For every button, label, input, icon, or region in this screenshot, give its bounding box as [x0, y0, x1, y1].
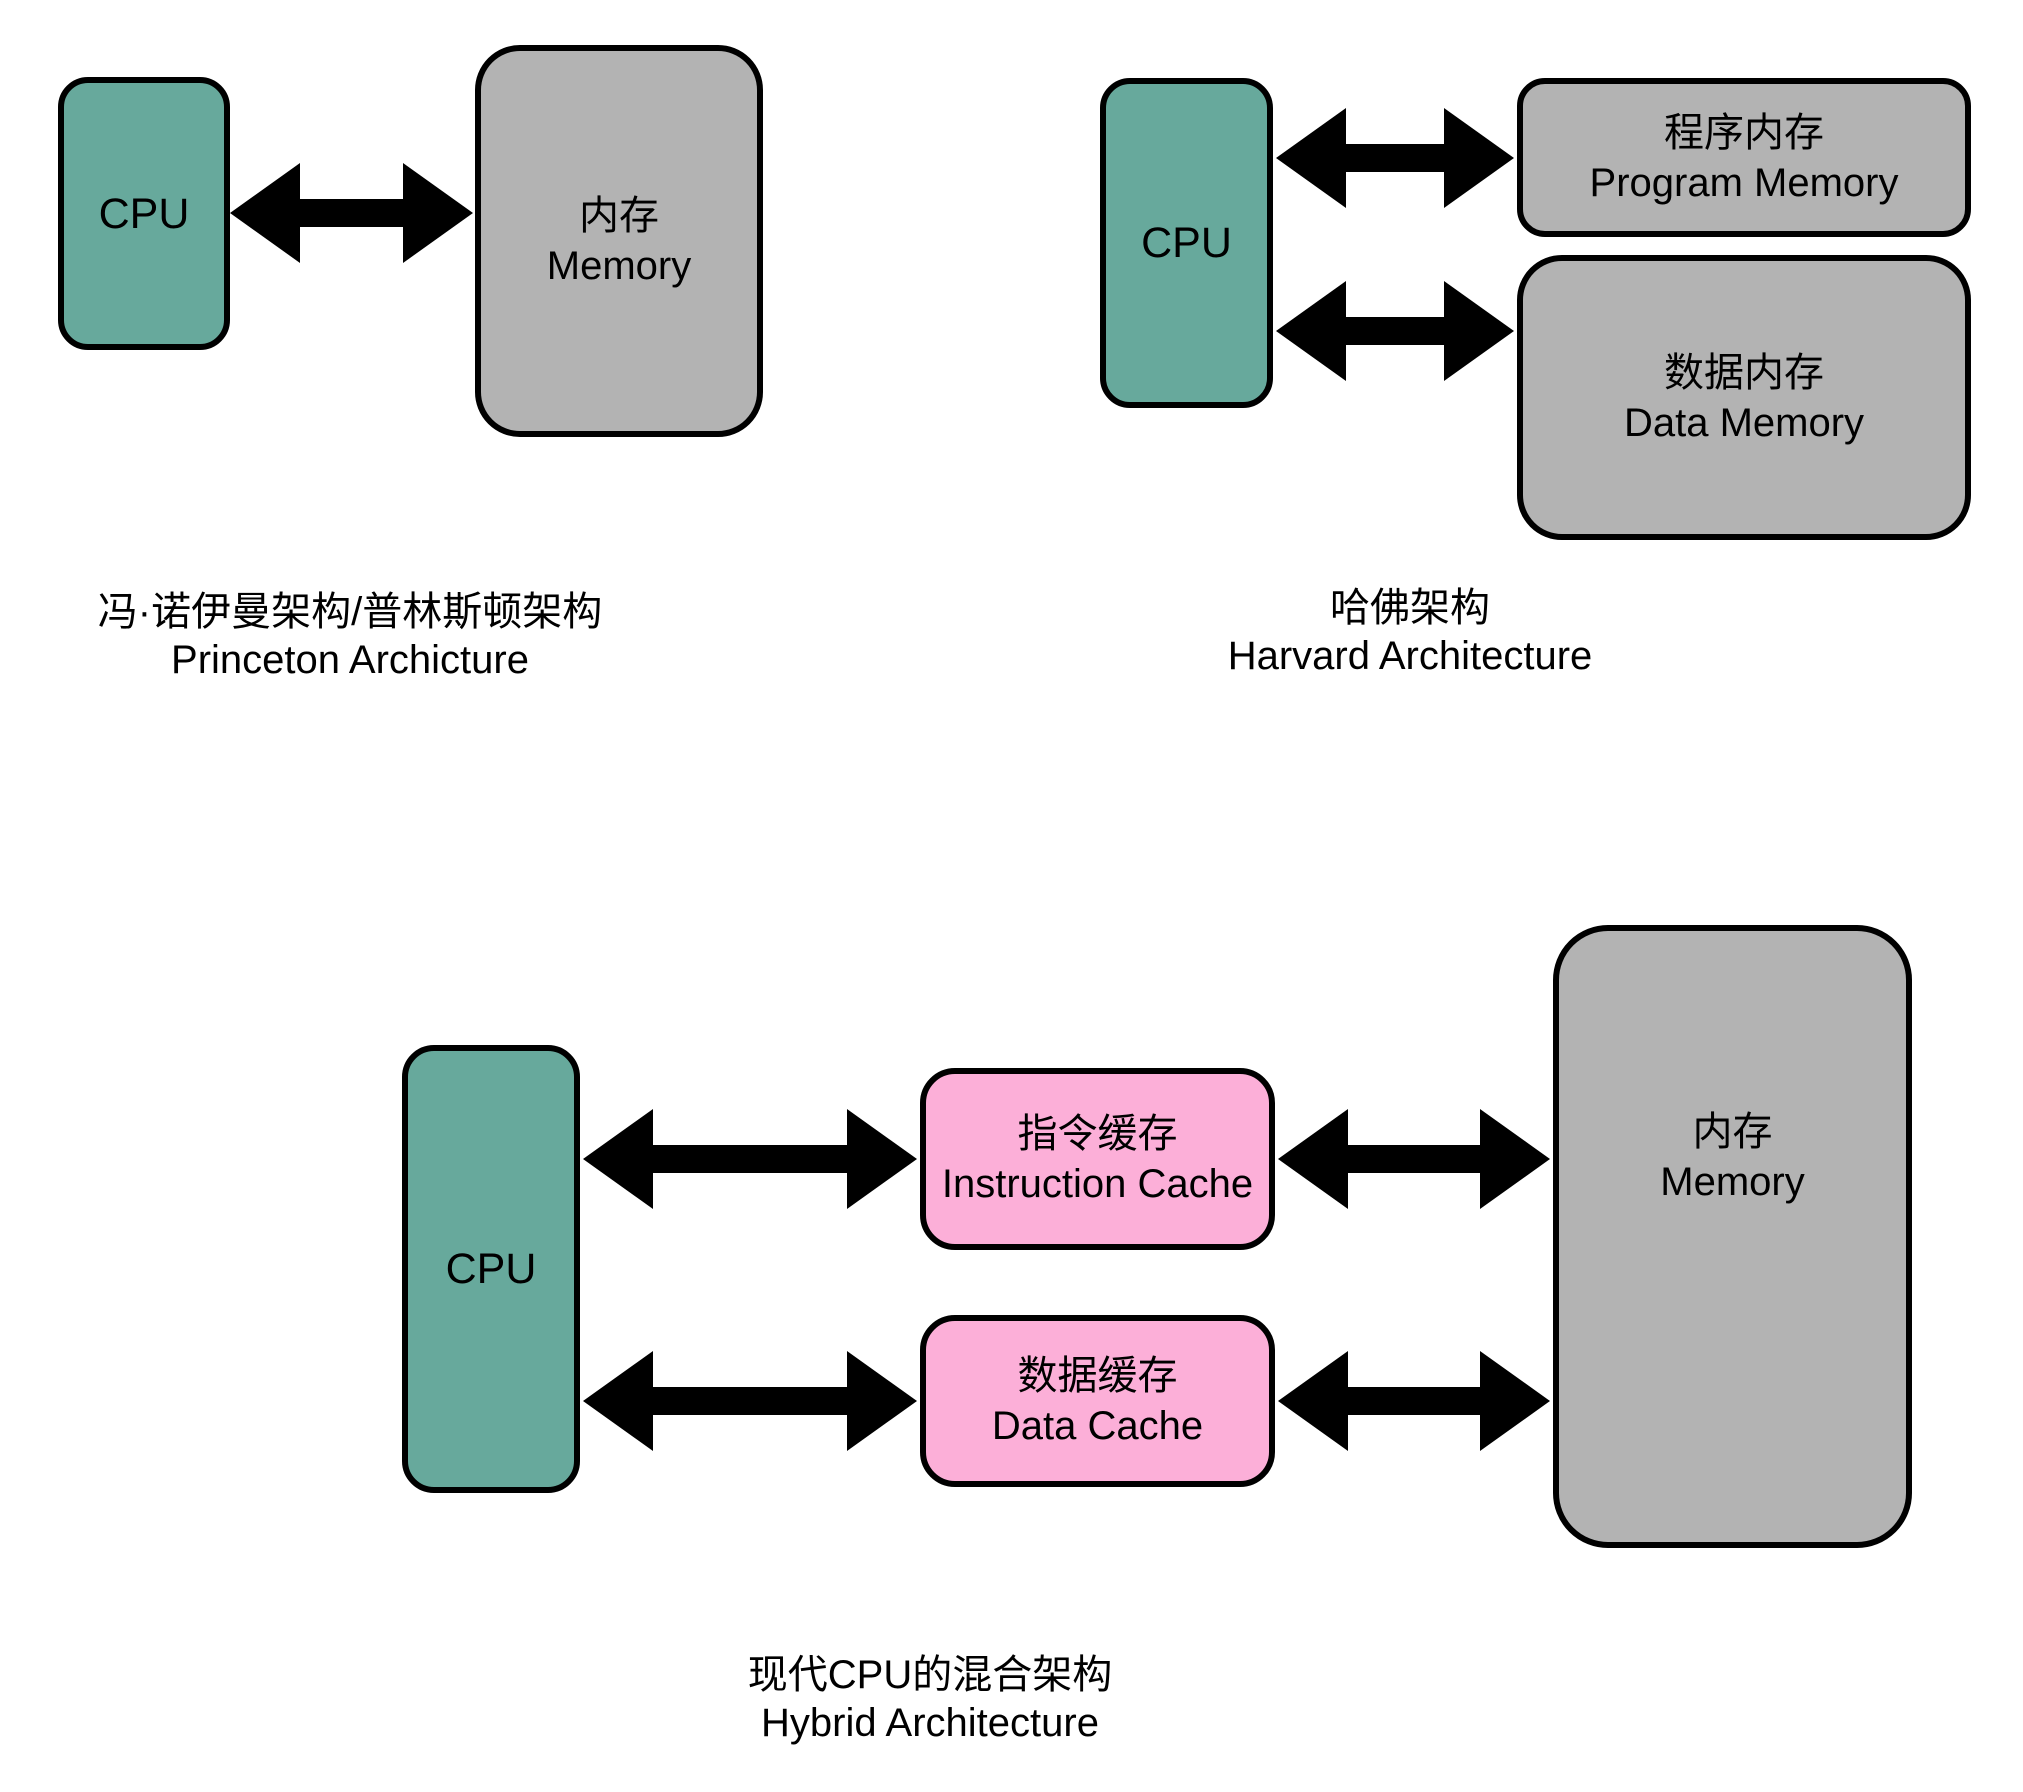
princeton-caption: 冯·诺伊曼架构/普林斯顿架构 Princeton Archicture: [98, 588, 602, 684]
double-arrow-icon: [583, 1109, 917, 1209]
princeton-memory-box: 内存 Memory: [475, 45, 763, 437]
princeton-caption-en: Princeton Archicture: [171, 638, 529, 682]
princeton-cpu-box: CPU: [58, 77, 230, 350]
harvard-caption: 哈佛架构 Harvard Architecture: [1228, 584, 1593, 680]
harvard-data-memory-label-zh: 数据内存: [1664, 350, 1824, 395]
hybrid-caption-zh: 现代CPU的混合架构: [747, 1653, 1113, 1697]
hybrid-data-cache-memory-arrow: [1278, 1351, 1550, 1451]
hybrid-instruction-cache-memory-arrow: [1278, 1109, 1550, 1209]
hybrid-caption: 现代CPU的混合架构 Hybrid Architecture: [748, 1651, 1112, 1747]
harvard-caption-en: Harvard Architecture: [1227, 634, 1593, 678]
hybrid-caption-en: Hybrid Architecture: [761, 1701, 1099, 1745]
hybrid-data-cache-label-zh: 数据缓存: [1017, 1354, 1178, 1398]
harvard-program-memory-label-zh: 程序内存: [1664, 110, 1824, 155]
harvard-cpu-label: CPU: [1141, 219, 1232, 267]
princeton-cpu-label: CPU: [98, 189, 190, 238]
hybrid-instruction-cache-label-en: Instruction Cache: [941, 1162, 1254, 1206]
princeton-memory-label-en: Memory: [546, 244, 692, 288]
harvard-cpu-box: CPU: [1100, 78, 1273, 408]
harvard-cpu-program-memory-arrow: [1276, 108, 1514, 208]
hybrid-instruction-cache-label-zh: 指令缓存: [1017, 1112, 1178, 1156]
double-arrow-icon: [1276, 281, 1514, 381]
harvard-cpu-data-memory-arrow: [1276, 281, 1514, 381]
princeton-memory-label-zh: 内存: [579, 194, 659, 238]
harvard-program-memory-label-en: Program Memory: [1589, 160, 1899, 205]
harvard-program-memory-box: 程序内存 Program Memory: [1517, 78, 1971, 237]
hybrid-cpu-instruction-cache-arrow: [583, 1109, 917, 1209]
princeton-cpu-memory-arrow: [230, 163, 473, 263]
double-arrow-icon: [230, 163, 473, 263]
double-arrow-icon: [583, 1351, 917, 1451]
princeton-caption-zh: 冯·诺伊曼架构/普林斯顿架构: [97, 590, 603, 634]
hybrid-memory-label-zh: 内存: [1692, 1109, 1773, 1154]
double-arrow-icon: [1278, 1109, 1550, 1209]
double-arrow-icon: [1276, 108, 1514, 208]
harvard-data-memory-label-en: Data Memory: [1623, 400, 1865, 445]
harvard-data-memory-box: 数据内存 Data Memory: [1517, 255, 1971, 540]
hybrid-instruction-cache-box: 指令缓存 Instruction Cache: [920, 1068, 1275, 1250]
double-arrow-icon: [1278, 1351, 1550, 1451]
hybrid-memory-label-en: Memory: [1660, 1159, 1805, 1204]
hybrid-cpu-box: CPU: [402, 1045, 580, 1493]
hybrid-cpu-label: CPU: [445, 1245, 537, 1293]
harvard-caption-zh: 哈佛架构: [1330, 586, 1490, 630]
hybrid-data-cache-label-en: Data Cache: [991, 1404, 1204, 1448]
hybrid-memory-box: 内存 Memory: [1553, 925, 1912, 1548]
hybrid-cpu-data-cache-arrow: [583, 1351, 917, 1451]
hybrid-data-cache-box: 数据缓存 Data Cache: [920, 1315, 1275, 1487]
